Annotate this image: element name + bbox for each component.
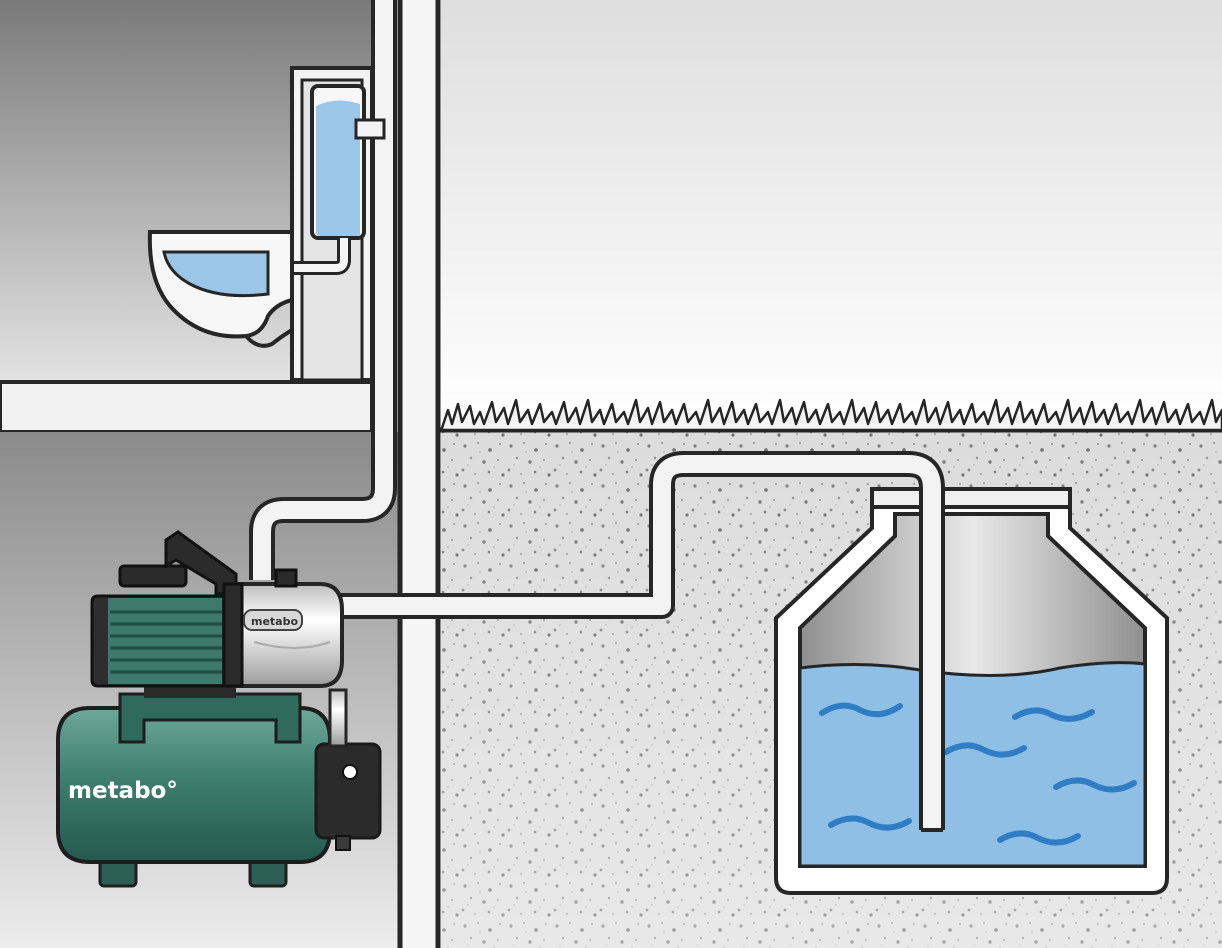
tank-brand-logo: metabo° (68, 778, 178, 804)
underground-tank-icon (774, 487, 1169, 895)
pressure-tank-icon: metabo° (56, 688, 382, 888)
pump-motor-icon: metabo (90, 530, 344, 698)
grass-icon (440, 398, 1222, 432)
exterior-wall (397, 0, 441, 948)
toilet-icon (147, 230, 294, 348)
sky-area (441, 0, 1222, 425)
riser-pipe (249, 0, 397, 580)
water-waves (819, 702, 1137, 846)
pump-brand-logo: metabo (251, 615, 298, 628)
cistern-icon (268, 66, 386, 382)
floor-slab (0, 380, 374, 434)
suction-pipe (340, 451, 945, 832)
motor-cooling-fins (110, 610, 222, 674)
tank-water (798, 661, 1147, 868)
